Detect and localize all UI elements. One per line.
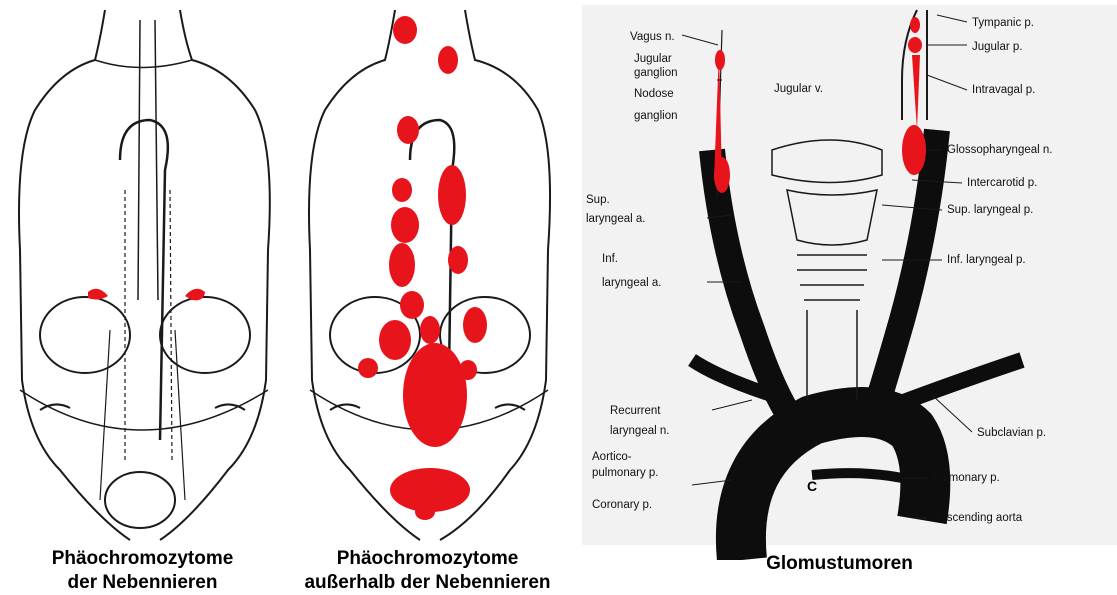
label-tympanic-p: Tympanic p. xyxy=(972,17,1034,29)
tumor xyxy=(420,316,440,344)
tumor xyxy=(400,291,424,319)
adrenal-tumor-left xyxy=(88,289,108,300)
label-intravagal-p: Intravagal p. xyxy=(972,84,1035,96)
tumor xyxy=(415,504,435,520)
tumor xyxy=(391,207,419,243)
panel-glomus: Vagus n. Jugular ganglion Nodose ganglio… xyxy=(582,0,1117,595)
torso-outline-right xyxy=(440,10,550,540)
tumor xyxy=(379,320,411,360)
torso-figure-adrenal xyxy=(0,0,285,560)
caption-adrenal: Phäochromozytome der Nebennieren xyxy=(20,547,265,595)
torso-outline-right xyxy=(160,10,270,540)
label-pulmonary-p: Pulmonary p. xyxy=(932,472,1000,484)
tumor xyxy=(389,243,415,287)
label-recurrent-laryngeal-n-line1: Recurrent xyxy=(610,405,661,417)
panel-adrenal: Phäochromozytome der Nebennieren xyxy=(0,0,285,560)
tumor-group-extra-adrenal xyxy=(358,16,487,520)
caption-extra-adrenal: Phäochromozytome außerhalb der Nebennier… xyxy=(285,547,570,595)
tumor xyxy=(397,116,419,144)
label-intercarotid-p: Intercarotid p. xyxy=(967,177,1037,189)
pulmonary-branch xyxy=(812,473,902,478)
label-c-marker: C xyxy=(807,478,817,494)
label-sup-laryngeal-p: Sup. laryngeal p. xyxy=(947,204,1033,216)
tumor xyxy=(393,16,417,44)
caption-adrenal-line2: der Nebennieren xyxy=(20,571,265,595)
tumor-group-adrenal xyxy=(88,289,205,301)
tumor xyxy=(463,307,487,343)
label-jugular-ganglion-line1: Jugular xyxy=(634,53,672,65)
label-jugular-v: Jugular v. xyxy=(774,83,823,95)
nerve-right xyxy=(155,20,158,300)
adrenal-tumor-right xyxy=(185,289,205,301)
label-aortico-pulmonary-p-line1: Aortico- xyxy=(592,451,632,463)
tumor xyxy=(459,360,477,380)
carotid-body-tumor-right xyxy=(902,125,926,175)
neck-line xyxy=(95,60,192,68)
caption-glomus-line1: Glomustumoren xyxy=(692,552,987,576)
label-nodose-ganglion-line1: Nodose xyxy=(634,88,674,100)
label-descending-aorta: Descending aorta xyxy=(932,512,1023,524)
figure-background xyxy=(582,5,1117,545)
label-inf-laryngeal-a-line1: Inf. xyxy=(602,253,618,265)
tumor xyxy=(358,358,378,378)
label-subclavian-p: Subclavian p. xyxy=(977,427,1046,439)
label-aortico-pulmonary-p-line2: pulmonary p. xyxy=(592,467,658,479)
label-jugular-ganglion-line2: ganglion xyxy=(634,67,677,79)
torso-figure-extra-adrenal xyxy=(290,0,565,560)
tumor xyxy=(438,46,458,74)
kidney-right xyxy=(160,297,250,373)
glomus-anatomy-figure: Vagus n. Jugular ganglion Nodose ganglio… xyxy=(582,0,1117,560)
label-nodose-ganglion-line2: ganglion xyxy=(634,110,677,122)
label-vagus-n: Vagus n. xyxy=(630,31,675,43)
caption-extra-adrenal-line1: Phäochromozytome xyxy=(285,547,570,571)
kidney-left xyxy=(40,297,130,373)
label-jugular-p: Jugular p. xyxy=(972,41,1023,53)
jugular-tumor xyxy=(908,37,922,53)
label-inf-laryngeal-p: Inf. laryngeal p. xyxy=(947,254,1026,266)
tumor xyxy=(392,178,412,202)
tumor xyxy=(448,246,468,274)
label-sup-laryngeal-a-line2: laryngeal a. xyxy=(586,213,645,225)
carotid-body-tumor-left xyxy=(714,157,730,193)
torso-outline-left xyxy=(19,10,130,540)
iliac-marks xyxy=(40,404,245,410)
label-glossopharyngeal-n: Glossopharyngeal n. xyxy=(947,144,1052,156)
label-inf-laryngeal-a-line2: laryngeal a. xyxy=(602,277,661,289)
panel-extra-adrenal: Phäochromozytome außerhalb der Nebennier… xyxy=(290,0,565,560)
label-sup-laryngeal-a-line1: Sup. xyxy=(586,194,610,206)
nerve-left xyxy=(138,20,140,300)
jugular-ganglion-tumor xyxy=(715,50,725,70)
caption-adrenal-line1: Phäochromozytome xyxy=(20,547,265,571)
bladder xyxy=(105,472,175,528)
caption-glomus: Glomustumoren xyxy=(692,552,987,576)
chain-right xyxy=(170,190,172,460)
label-recurrent-laryngeal-n-line2: laryngeal n. xyxy=(610,425,669,437)
tumor xyxy=(438,165,466,225)
tumor-large xyxy=(403,343,467,447)
aorta xyxy=(120,120,168,440)
tympanic-tumor xyxy=(910,17,920,33)
label-coronary-p: Coronary p. xyxy=(592,499,652,511)
pelvis-line xyxy=(20,390,268,430)
caption-extra-adrenal-line2: außerhalb der Nebennieren xyxy=(285,571,570,595)
